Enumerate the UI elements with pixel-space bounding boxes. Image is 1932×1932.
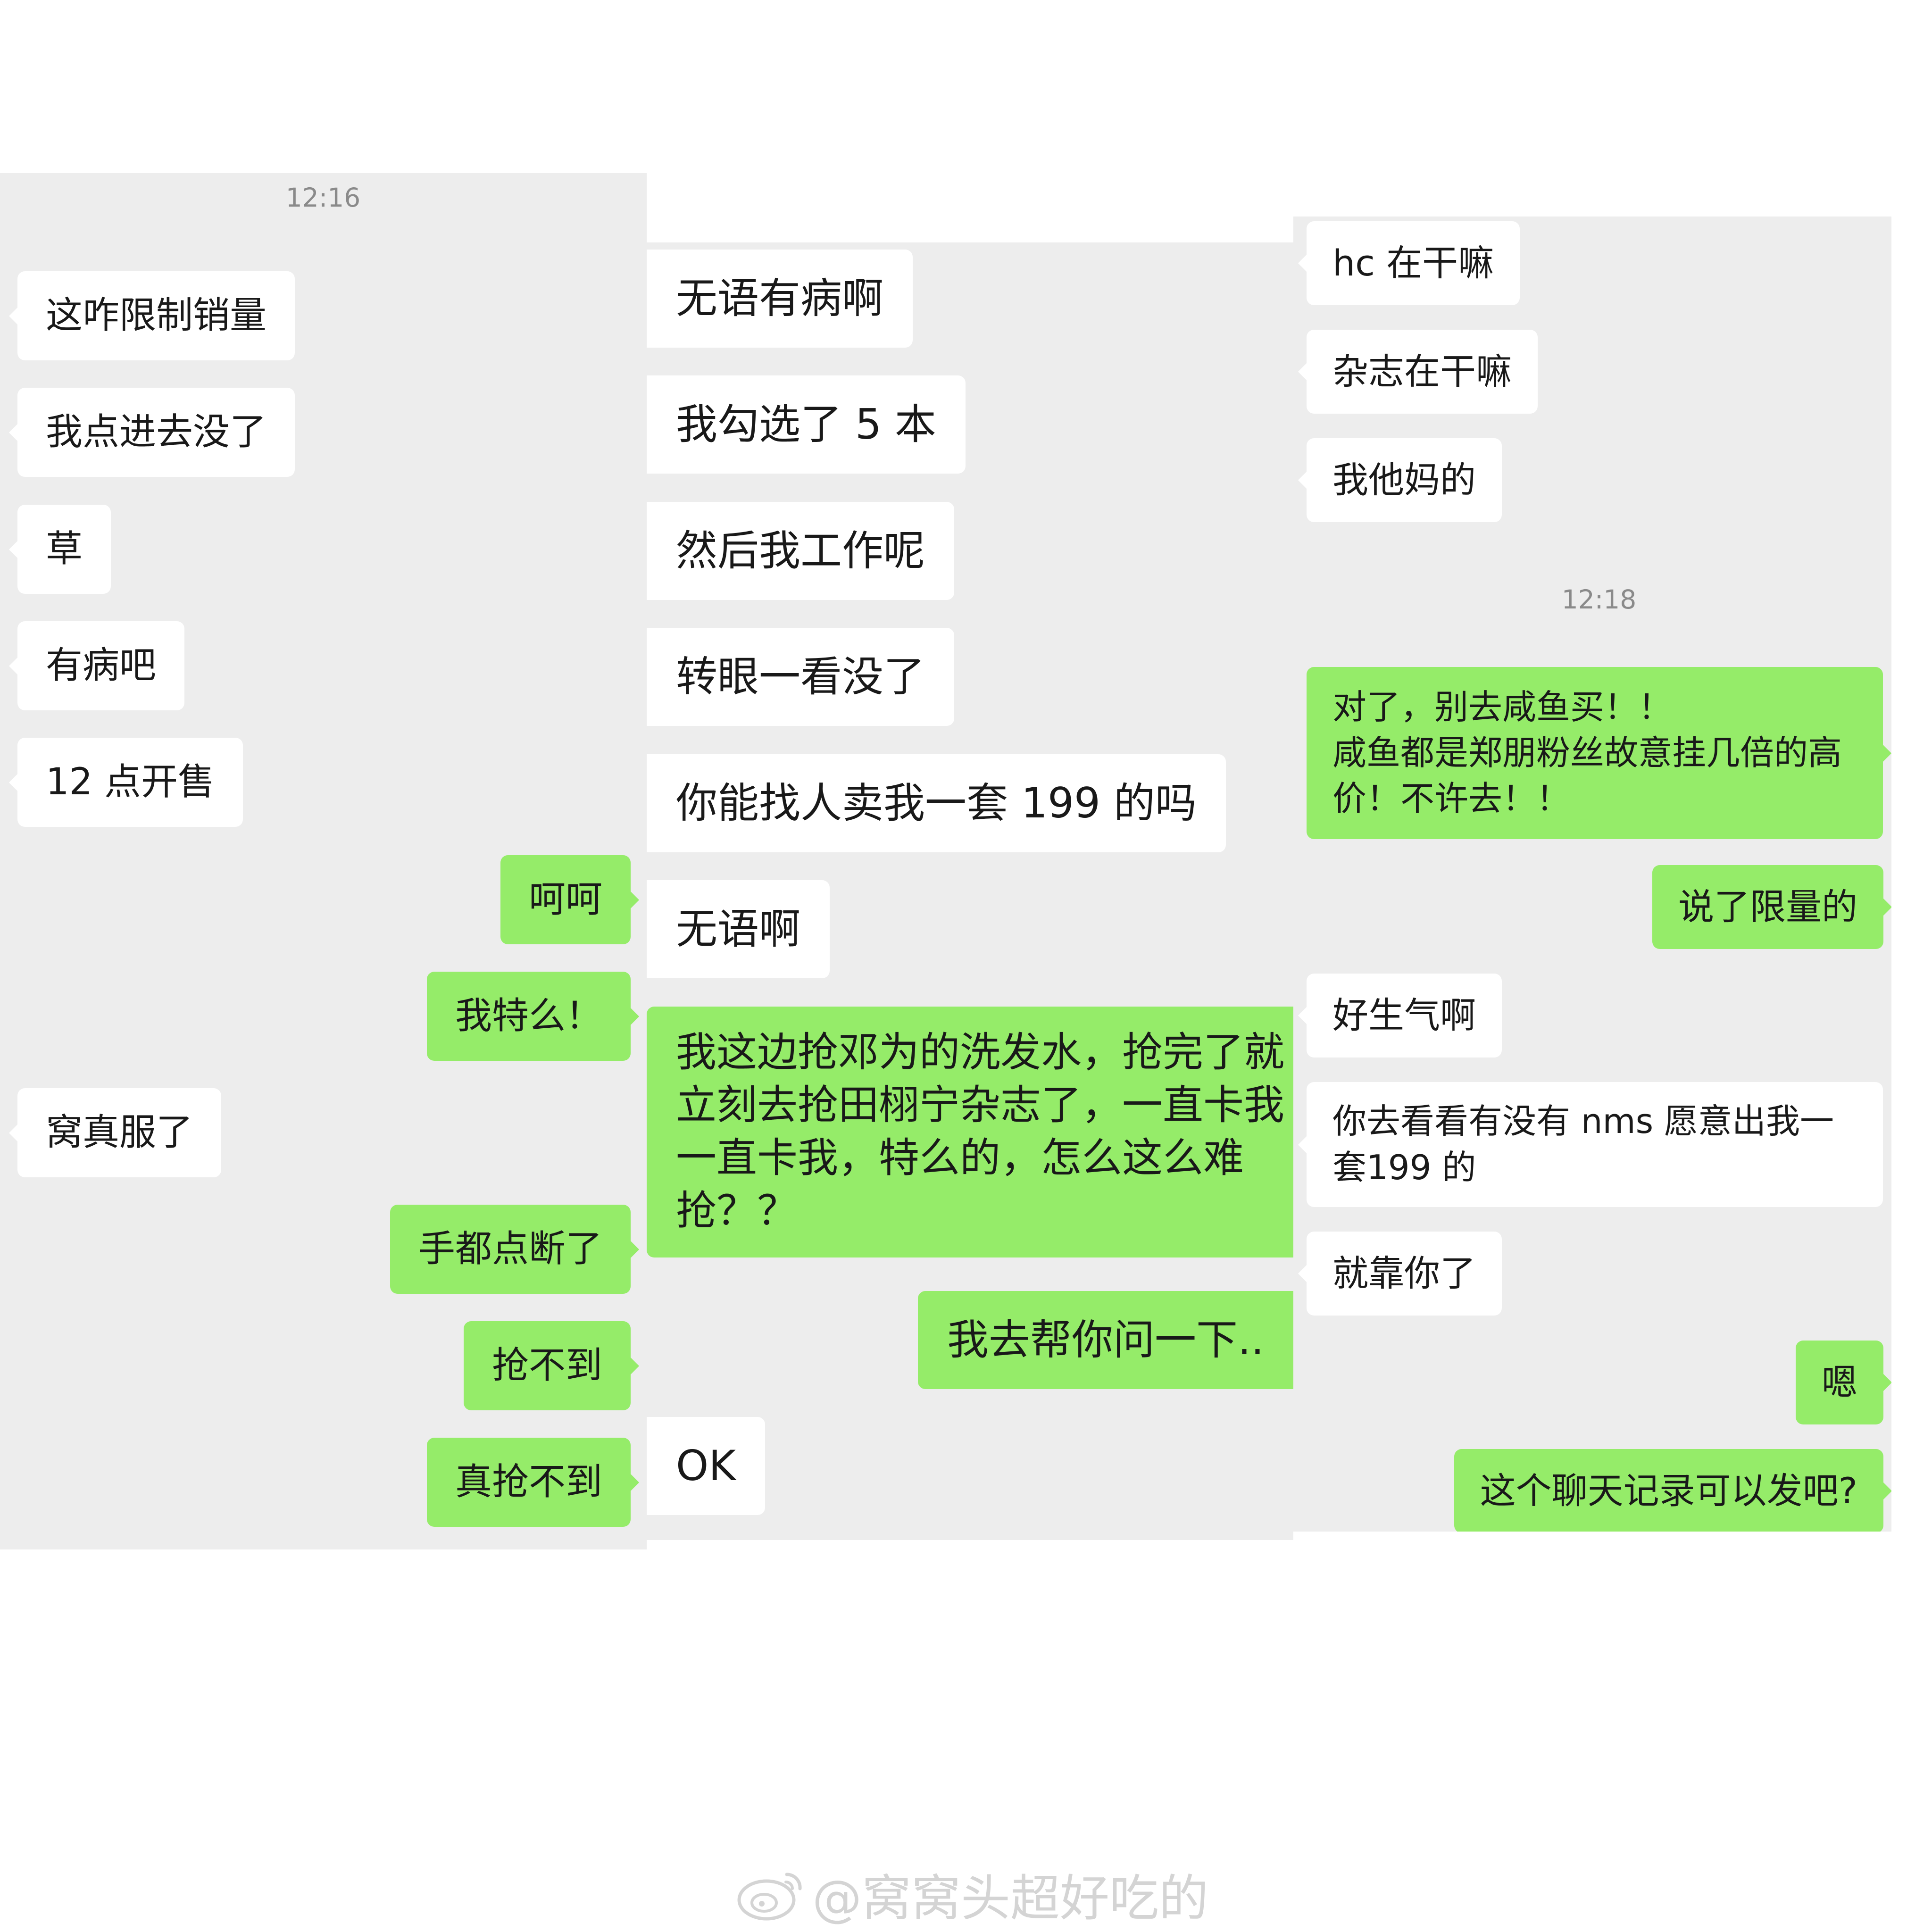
message-bubble-incoming[interactable]: 然后我工作呢	[647, 502, 955, 600]
message-bubble-outgoing[interactable]: 这个聊天记录可以发吧?	[1454, 1449, 1891, 1532]
message-bubble-incoming[interactable]: 我他妈的	[1298, 438, 1502, 522]
message-bubble-outgoing[interactable]: 我去帮你问一下..	[918, 1291, 1293, 1389]
message-bubble-incoming[interactable]: 好生气啊	[1298, 974, 1502, 1058]
chat-panel-1: 12:16 这咋限制销量 我点进去没了 草 有病吧 12 点开售 呵呵 我特么！…	[0, 173, 647, 1549]
message-bubble-incoming[interactable]: OK	[647, 1417, 765, 1515]
message-bubble-incoming[interactable]: 这咋限制销量	[8, 271, 295, 360]
timestamp: 12:16	[285, 183, 361, 213]
message-bubble-outgoing[interactable]: 抢不到	[463, 1321, 640, 1410]
message-bubble-outgoing[interactable]: 说了限量的	[1652, 865, 1891, 949]
message-bubble-incoming[interactable]: 我勾选了 5 本	[647, 375, 966, 474]
message-bubble-outgoing[interactable]: 我这边抢邓为的洗发水，抢完了就立刻去抢田栩宁杂志了，一直卡我一直卡我，特么的，怎…	[647, 1007, 1293, 1257]
message-bubble-incoming[interactable]: 转眼一看没了	[647, 628, 955, 726]
message-bubble-incoming[interactable]: 就靠你了	[1298, 1232, 1502, 1316]
weibo-logo-icon	[737, 1873, 802, 1921]
message-bubble-incoming[interactable]: hc 在干嘛	[1298, 221, 1520, 305]
message-bubble-incoming[interactable]: 草	[8, 505, 111, 594]
message-bubble-outgoing[interactable]: 呵呵	[500, 855, 640, 944]
message-bubble-outgoing[interactable]: 对了，别去咸鱼买！！ 咸鱼都是郑朋粉丝故意挂几倍的高价！不许去！！	[1307, 667, 1891, 839]
chat-panel-2: 无语有病啊 我勾选了 5 本 然后我工作呢 转眼一看没了 你能找人卖我一套 19…	[647, 242, 1293, 1540]
chat-panel-3: hc 在干嘛 杂志在干嘛 我他妈的 12:18 对了，别去咸鱼买！！ 咸鱼都是郑…	[1293, 217, 1891, 1532]
message-bubble-incoming[interactable]: 杂志在干嘛	[1298, 330, 1538, 414]
message-bubble-incoming[interactable]: 有病吧	[8, 621, 185, 710]
message-bubble-incoming[interactable]: 12 点开售	[8, 738, 243, 827]
timestamp: 12:18	[1561, 584, 1637, 615]
message-bubble-incoming[interactable]: 你能找人卖我一套 199 的吗	[647, 754, 1226, 852]
message-bubble-incoming[interactable]: 无语啊	[647, 880, 830, 978]
watermark: @窝窝头超好吃的	[736, 1858, 1208, 1930]
message-bubble-incoming[interactable]: 窝真服了	[8, 1088, 222, 1177]
message-bubble-incoming[interactable]: 我点进去没了	[8, 388, 295, 477]
message-bubble-outgoing[interactable]: 嗯	[1796, 1341, 1891, 1424]
message-bubble-outgoing[interactable]: 我特么！	[426, 972, 640, 1061]
message-bubble-incoming[interactable]: 无语有病啊	[647, 250, 913, 348]
watermark-text: @窝窝头超好吃的	[812, 1870, 1209, 1927]
message-bubble-outgoing[interactable]: 手都点断了	[390, 1205, 640, 1294]
message-bubble-outgoing[interactable]: 真抢不到	[426, 1438, 640, 1527]
message-bubble-incoming[interactable]: 你去看看有没有 nms 愿意出我一套199 的	[1298, 1082, 1883, 1207]
